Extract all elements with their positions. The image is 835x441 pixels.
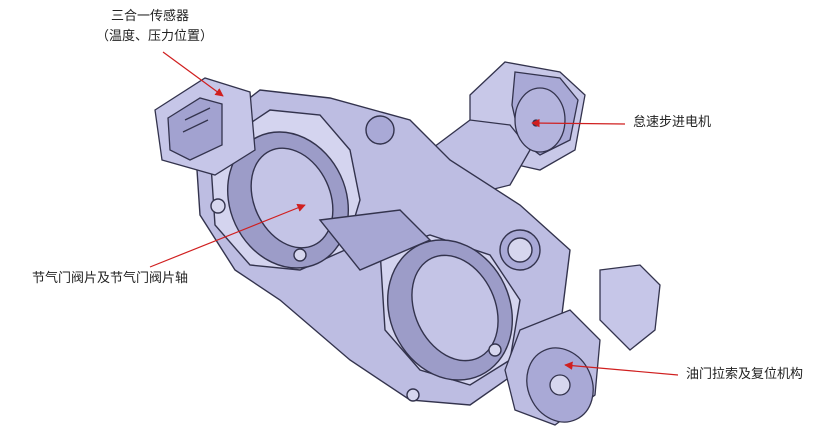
sensor-label: 三合一传感器 — [111, 9, 190, 24]
leader-lines — [149, 51, 679, 376]
cable-label: 油门拉索及复位机构 — [686, 367, 804, 382]
leader-motor — [531, 118, 626, 128]
leader-cable — [564, 361, 679, 376]
three-in-one-sensor — [154, 77, 256, 176]
sensor-sublabel: （温度、压力位置） — [96, 29, 214, 44]
leader-sensor — [162, 51, 224, 97]
valve-label: 节气门阀片及节气门阀片轴 — [32, 271, 189, 286]
leader-valve — [149, 203, 306, 268]
motor-label: 怠速步进电机 — [633, 115, 712, 130]
